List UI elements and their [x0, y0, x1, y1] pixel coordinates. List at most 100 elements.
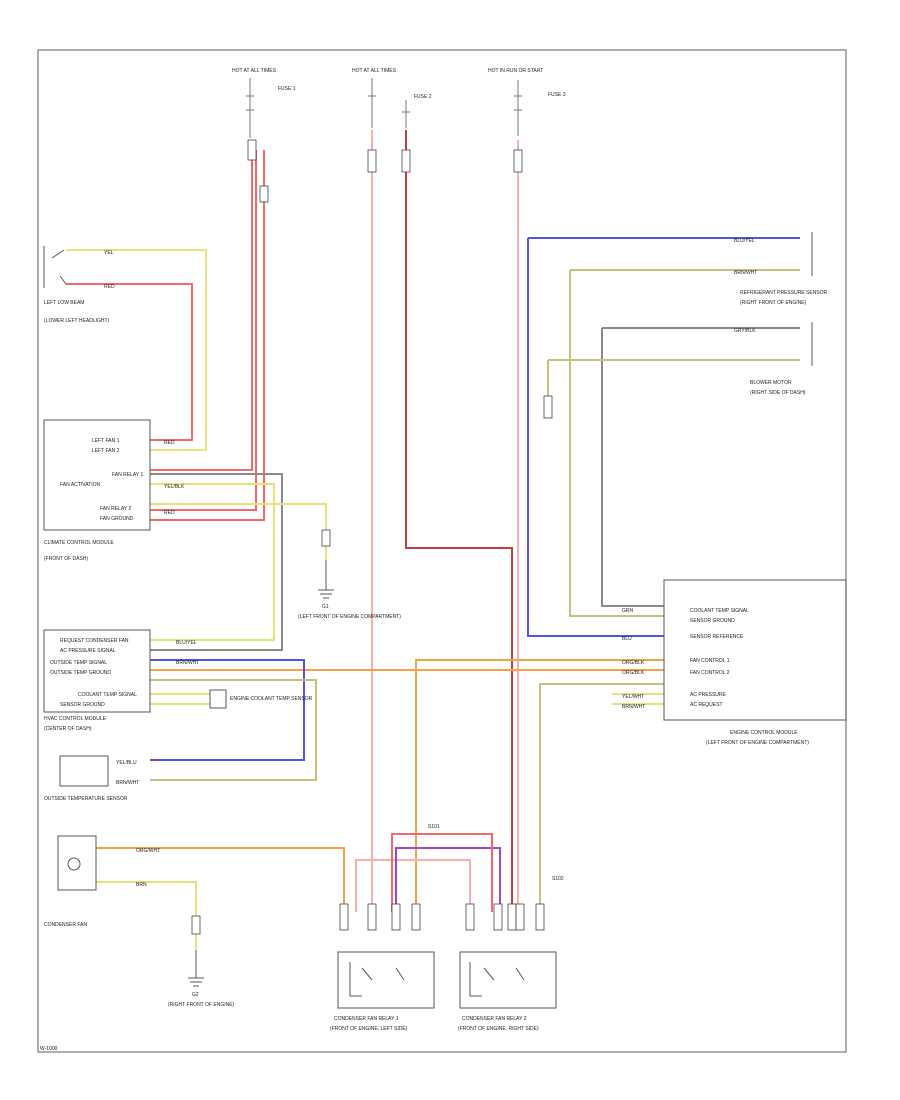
ground-g1: G1 (LEFT FRONT OF ENGINE COMPARTMENT)	[298, 560, 401, 620]
diagram-frame	[37, 49, 847, 1053]
pin-hc6: SENSOR GROUND	[60, 702, 105, 708]
wire-label: RED	[164, 510, 175, 516]
condenser-fan: CONDENSER FAN	[44, 835, 97, 928]
pin-hc4: OUTSIDE TEMP GROUND	[50, 670, 111, 676]
climate-module-left: LEFT FAN 1 LEFT FAN 2 FAN RELAY 1 FAN AC…	[43, 419, 151, 562]
wire-blue-hvac	[150, 659, 305, 761]
outside-temp-label: OUTSIDE TEMPERATURE SENSOR	[44, 796, 128, 802]
wire-gray-1	[150, 473, 283, 651]
blower-sub: (RIGHT SIDE OF DASH)	[750, 390, 806, 396]
wire-purple	[395, 847, 501, 912]
fuse-c-label: HOT IN RUN OR START	[488, 68, 543, 74]
pin-hv2: LEFT FAN 2	[92, 448, 120, 454]
wire-gray-right	[601, 327, 800, 607]
ground-1-sub: (LEFT FRONT OF ENGINE COMPARTMENT)	[298, 614, 401, 620]
blower-label: BLOWER MOTOR	[750, 380, 792, 386]
wire-label: YEL	[104, 250, 114, 256]
pin-pc1: COOLANT TEMP SIGNAL	[690, 608, 749, 614]
fuse-a: HOT AT ALL TIMES FUSE 1	[232, 68, 296, 138]
wire-orange-fan	[96, 847, 345, 912]
wire-label: YEL/WHT	[622, 694, 644, 700]
pin-hc3: OUTSIDE TEMP SIGNAL	[50, 660, 107, 666]
wire-olive-3	[539, 683, 664, 912]
pin-hc1: REQUEST CONDENSER FAN	[60, 638, 129, 644]
wire-yel-fan	[96, 881, 197, 950]
hvac-label: HVAC CONTROL MODULE	[44, 716, 107, 722]
pin-pc2: SENSOR GROUND	[690, 618, 735, 624]
pin-pc4: FAN CONTROL 1	[690, 658, 730, 664]
ground-2-sub: (RIGHT FRONT OF ENGINE)	[168, 1002, 235, 1008]
wire-olive-1	[569, 269, 800, 617]
wire-label: BRN/WHT	[622, 704, 645, 710]
pin-hv4: FAN ACTIVATION	[60, 482, 100, 488]
fuse-b: HOT AT ALL TIMES FUSE 2	[352, 68, 432, 128]
wire-label: BRN	[136, 882, 147, 888]
ground-g2: G2 (RIGHT FRONT OF ENGINE)	[168, 950, 235, 1008]
wire-red-a3	[150, 150, 257, 511]
module-left-sub: (FRONT OF DASH)	[44, 556, 88, 562]
wire-olive-hvac	[150, 679, 317, 781]
pin-pc5: FAN CONTROL 2	[690, 670, 730, 676]
hvac-sub: (CENTER OF DASH)	[44, 726, 92, 732]
fuse-c-sub: FUSE 3	[548, 92, 566, 98]
wire-label: RED	[104, 284, 115, 290]
fuse-a-label: HOT AT ALL TIMES	[232, 68, 277, 74]
pin-hv6: FAN GROUND	[100, 516, 134, 522]
relay-1-label: CONDENSER FAN RELAY 1	[334, 1016, 399, 1022]
blower-motor: BLOWER MOTOR (RIGHT SIDE OF DASH)	[750, 322, 813, 396]
module-left-label: CLIMATE CONTROL MODULE	[44, 540, 114, 546]
wire-yel-module	[150, 483, 275, 641]
relay-1-sub: (FRONT OF ENGINE, LEFT SIDE)	[330, 1026, 408, 1032]
wire-darkred-b	[405, 130, 513, 912]
wire-label: BLU/YEL	[734, 238, 755, 244]
wire-label: BRN/WHT	[116, 780, 139, 786]
pin-pc3: SENSOR REFERENCE	[690, 634, 744, 640]
pin-pc7: AC REQUEST	[690, 702, 723, 708]
left-low-beam: LEFT LOW BEAM (LOWER LEFT HEADLIGHT)	[43, 246, 110, 324]
ect-sensor-label: ENGINE COOLANT TEMP SENSOR	[230, 696, 313, 702]
wire-label: BLU/YEL	[176, 640, 197, 646]
wire-yel-g1	[150, 503, 327, 560]
fuse-c: HOT IN RUN OR START FUSE 3	[488, 68, 566, 136]
wire-pink-splice	[355, 859, 471, 912]
fuse-b-sub: FUSE 2	[414, 94, 432, 100]
pin-pc6: AC PRESSURE	[690, 692, 727, 698]
pcm-sub: (LEFT FRONT OF ENGINE COMPARTMENT)	[706, 740, 809, 746]
wire-yel-lowbeam	[66, 249, 207, 451]
wire-blue-right	[527, 237, 800, 637]
refrigerant-pressure-sensor: REFRIGERANT PRESSURE SENSOR (RIGHT FRONT…	[740, 232, 828, 306]
ect-inline: ENGINE COOLANT TEMP SENSOR	[209, 689, 313, 709]
connector-row	[191, 139, 553, 935]
condenser-fan-label: CONDENSER FAN	[44, 922, 87, 928]
wire-red-a1	[150, 140, 253, 471]
wire-label: YEL/BLK	[164, 484, 185, 490]
left-low-beam-label: LEFT LOW BEAM	[44, 300, 84, 306]
condenser-fan-relay-1: CONDENSER FAN RELAY 1 (FRONT OF ENGINE, …	[330, 951, 435, 1032]
relay-2-label: CONDENSER FAN RELAY 2	[462, 1016, 527, 1022]
pin-hv3: FAN RELAY 1	[112, 472, 143, 478]
wire-label: BLU	[622, 636, 632, 642]
wire-red-a2	[150, 150, 265, 521]
splice-b-label: S102	[552, 876, 564, 882]
refrig-sub: (RIGHT FRONT OF ENGINE)	[740, 300, 807, 306]
pin-hv5: FAN RELAY 2	[100, 506, 131, 512]
wire-labels: YEL RED RED RED YEL/BLK BLU/YEL BRN/WHT …	[104, 238, 757, 888]
wire-label: ORG/BLK	[622, 670, 645, 676]
wire-orange-1	[415, 659, 664, 912]
wire-label: RED	[164, 440, 175, 446]
wire-label: BRN/WHT	[734, 270, 757, 276]
footer-code: W-1000	[40, 1046, 58, 1052]
fuse-b-label: HOT AT ALL TIMES	[352, 68, 397, 74]
wire-label: BRN/WHT	[176, 660, 199, 666]
wire-label: GRN	[622, 608, 634, 614]
wire-red-relay	[391, 833, 493, 912]
wire-red-lowbeam	[66, 283, 193, 441]
ground-2-label: G2	[192, 992, 199, 998]
pcm-label: ENGINE CONTROL MODULE	[730, 730, 798, 736]
engine-control-module: COOLANT TEMP SIGNAL SENSOR GROUND SENSOR…	[663, 579, 847, 746]
pin-hv1: LEFT FAN 1	[92, 438, 120, 444]
outside-temp-sensor: OUTSIDE TEMPERATURE SENSOR	[44, 755, 128, 802]
splice-a-label: S101	[428, 824, 440, 830]
fuse-a-sub: FUSE 1	[278, 86, 296, 92]
